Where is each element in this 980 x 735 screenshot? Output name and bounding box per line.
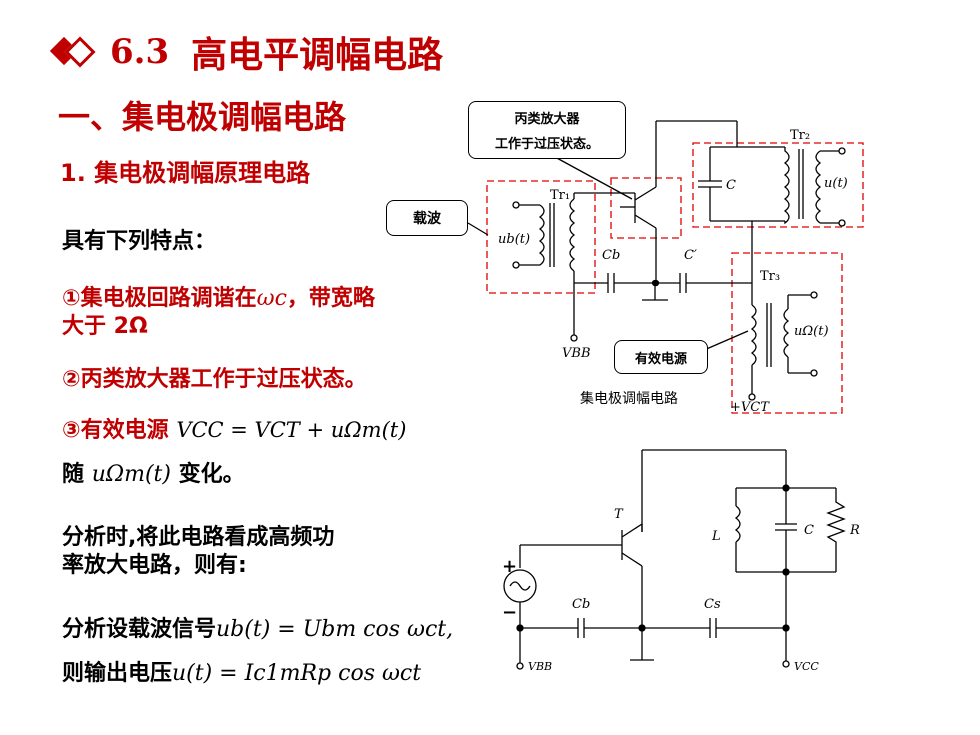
tr2-dashed-box — [692, 142, 864, 228]
feature-3-cont: 随 uΩm(t) 变化。 — [62, 461, 245, 489]
feature-1-text-b: ，带宽略 — [286, 286, 375, 311]
feature-1-math: ωc — [256, 286, 287, 311]
feature-2: ②丙类放大器工作于过压状态。 — [62, 367, 367, 392]
analysis-line-2: 率放大电路，则有: — [62, 553, 247, 578]
output-formula: 则输出电压u(t) = Ic1mRp cos ωct — [62, 660, 421, 688]
label-t: T — [614, 507, 624, 522]
label-tr3: Tr₃ — [760, 269, 780, 284]
carrier-label: 分析设载波信号 — [62, 617, 217, 642]
callout-class-c-amp: 丙类放大器 工作于过压状态。 — [468, 101, 626, 159]
label-tr1: Tr₁ — [550, 188, 570, 203]
callout-effective-supply: 有效电源 — [614, 340, 708, 374]
label-c: C — [726, 178, 736, 193]
label-minus: − — [502, 602, 517, 623]
feature-3-suffix: 变化。 — [178, 462, 245, 487]
feature-3-math-2: uΩm(t) — [91, 462, 171, 487]
label-cs: Cs — [704, 597, 721, 612]
callout-carrier: 载波 — [386, 200, 468, 236]
feature-3-prefix: 随 — [62, 462, 85, 487]
section-title: 高电平调幅电路 — [191, 35, 444, 76]
heading-1: 一、集电极调幅电路 — [58, 98, 347, 136]
circuit-caption: 集电极调幅电路 — [580, 390, 678, 407]
label-vbb: VBB — [562, 346, 591, 361]
section-number: 6.3 — [110, 32, 170, 72]
label-c-bottom: C — [804, 523, 814, 538]
diamond-bullet-icon — [49, 36, 96, 68]
label-vcc: VCC — [794, 660, 819, 673]
label-cprime: C′ — [684, 248, 697, 263]
label-ut: u(t) — [824, 176, 848, 191]
feature-3: ③有效电源 VCC = VCT + uΩm(t) — [62, 416, 406, 445]
label-vbb-bottom: VBB — [528, 660, 552, 673]
transistor-dashed-box — [610, 177, 682, 239]
feature-1-text-a: ①集电极回路调谐在 — [62, 286, 257, 311]
label-vct: +VCT — [730, 400, 770, 415]
label-r: R — [849, 523, 860, 538]
simplified-circuit-diagram: T L C R Cb Cs VBB VCC + − — [502, 449, 860, 673]
feature-3-text: ③有效电源 — [62, 418, 169, 443]
label-plus: + — [502, 556, 517, 577]
output-math: u(t) = Ic1mRp cos ωct — [172, 661, 422, 686]
label-l: L — [711, 529, 721, 544]
analysis-line-1: 分析时,将此电路看成高频功 — [62, 525, 335, 550]
slide-title: 6.3 高电平调幅电路 — [49, 22, 444, 82]
heading-2: 1. 集电极调幅原理电路 — [60, 159, 311, 187]
label-ub: ub(t) — [498, 232, 530, 247]
label-cb-bottom: Cb — [572, 597, 590, 612]
label-cb: Cb — [602, 248, 620, 263]
feature-1: ①集电极回路调谐在ωc，带宽略 大于 2Ω — [62, 285, 462, 341]
feature-3-math: VCC = VCT + uΩm(t) — [176, 418, 407, 442]
feature-1-text-c: 大于 2Ω — [62, 314, 148, 339]
output-label: 则输出电压 — [62, 661, 173, 686]
callout-amp-line1: 丙类放大器 — [514, 112, 580, 127]
label-uomega: uΩ(t) — [794, 324, 829, 339]
tr3-dashed-box — [731, 252, 843, 414]
carrier-formula: 分析设载波信号ub(t) = Ubm cos ωct, — [62, 616, 453, 644]
callout-amp-line2: 工作于过压状态。 — [494, 137, 599, 152]
carrier-math: ub(t) = Ubm cos ωct, — [216, 617, 454, 642]
label-tr2: Tr₂ — [790, 128, 810, 143]
features-intro: 具有下列特点： — [62, 229, 217, 254]
